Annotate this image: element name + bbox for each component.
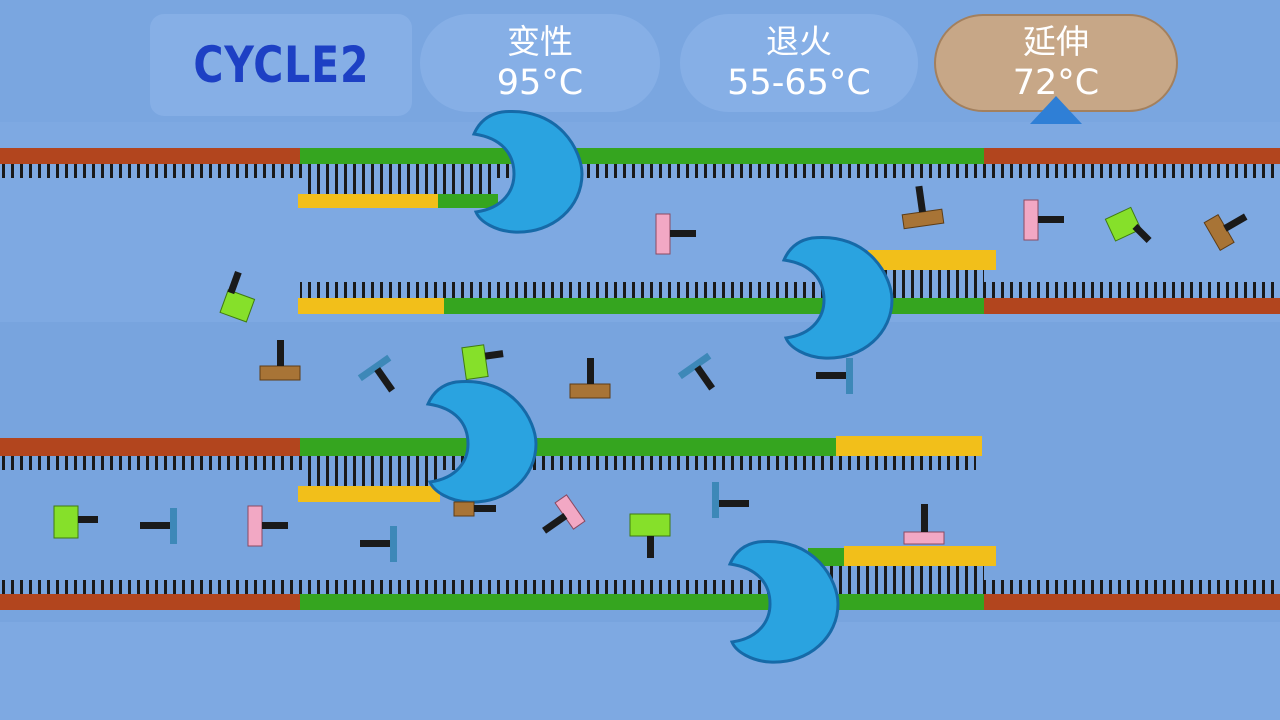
template-strand-new [300, 438, 836, 456]
step-denaturation: 变性 95°C [420, 14, 660, 112]
paired-bases [302, 470, 442, 486]
nucleotide-brown-icon [1203, 213, 1248, 252]
new-strand [438, 194, 498, 208]
nucleotide-brown-icon [259, 340, 301, 381]
base-pairs [0, 164, 1280, 178]
background-band [0, 322, 1280, 622]
primer [298, 298, 444, 314]
step-extension: 延伸 72°C [934, 14, 1178, 112]
primer [298, 194, 438, 208]
nucleotide-pink-icon [247, 505, 288, 547]
nucleotide-green-icon [53, 505, 98, 539]
nucleotide-brown-icon [901, 185, 945, 230]
nucleotide-green-icon [461, 344, 504, 381]
template-strand [984, 594, 1280, 610]
nucleotide-pink-icon [1023, 199, 1064, 241]
nucleotide-blue-icon [712, 482, 749, 518]
primer [868, 250, 996, 270]
primer [844, 546, 996, 566]
step-annealing: 退火 55-65°C [680, 14, 918, 112]
nucleotide-pink-icon [542, 494, 586, 534]
template-strand-new [300, 594, 984, 610]
paired-bases [302, 178, 492, 194]
template-strand [0, 148, 300, 164]
dna-duplex-2 [298, 235, 1280, 360]
step-temperature: 55-65°C [727, 63, 871, 103]
dna-duplex-4 [0, 539, 1280, 664]
nucleotide-blue-icon [816, 358, 853, 394]
step-name: 延伸 [1023, 22, 1089, 61]
nucleotide-blue-icon [140, 508, 177, 544]
primer [836, 436, 982, 456]
nucleotide-brown-icon [569, 358, 611, 399]
background-band [0, 622, 1280, 720]
nucleotide-pink-icon [655, 213, 696, 255]
nucleotide-brown-icon [453, 501, 496, 517]
template-strand [0, 438, 300, 456]
primer [298, 486, 440, 502]
cycle-label: CYCLE2 [193, 36, 369, 94]
cycle-header: CYCLE2 变性 95°C 退火 55-65°C 延伸 72°C [0, 0, 1280, 122]
base-pairs [300, 282, 1280, 298]
dna-duplex-1 [0, 109, 1280, 234]
dna-duplex-3 [0, 379, 982, 504]
nucleotide-pink-icon [903, 504, 945, 545]
cycle-indicator: CYCLE2 [150, 14, 412, 116]
nucleotide-blue-icon [360, 526, 397, 562]
base-pairs [0, 580, 1280, 594]
template-strand-new [300, 148, 984, 164]
nucleotide-blue-icon [357, 354, 396, 393]
nucleotide-green-icon [219, 271, 256, 323]
template-strand [984, 148, 1280, 164]
free-nucleotides [53, 185, 1248, 562]
template-strand [0, 594, 300, 610]
step-name: 退火 [766, 22, 832, 61]
step-temperature: 95°C [496, 63, 584, 103]
nucleotide-blue-icon [677, 352, 716, 391]
template-strand-new [444, 298, 984, 314]
triangle-marker-icon [1030, 96, 1082, 124]
template-strand [984, 298, 1280, 314]
nucleotide-green-icon [629, 513, 671, 558]
step-name: 变性 [507, 22, 573, 61]
nucleotide-green-icon [1104, 206, 1152, 243]
